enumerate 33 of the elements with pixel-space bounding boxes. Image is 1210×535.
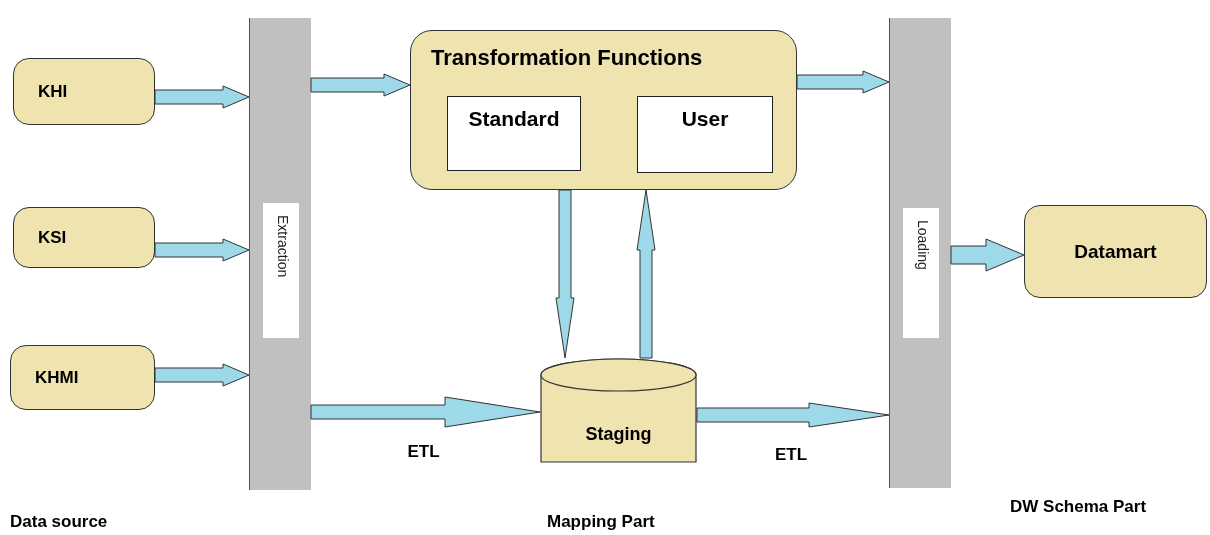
node-label: KHMI — [34, 367, 80, 388]
stage-bar — [249, 18, 311, 490]
node-label: Staging — [584, 424, 653, 445]
node-label: Standard — [467, 107, 561, 131]
section-label: Mapping Part — [547, 512, 655, 532]
database-cylinder — [540, 358, 697, 463]
block-arrow — [555, 189, 575, 359]
node-label: Datamart — [1073, 240, 1158, 263]
function-box — [637, 96, 773, 173]
stage-label: Loading — [903, 208, 939, 338]
section-label: DW Schema Part — [1010, 497, 1147, 517]
target-box — [1024, 205, 1207, 298]
block-arrow — [310, 396, 541, 428]
section-label: Data source — [10, 512, 108, 532]
stage-label: Extraction — [263, 203, 299, 338]
block-arrow — [796, 70, 890, 94]
source-box — [13, 58, 155, 125]
block-arrow — [950, 238, 1025, 272]
block-arrow — [636, 189, 656, 359]
node-label: User — [680, 107, 730, 131]
source-box — [10, 345, 155, 410]
node-label: KSI — [37, 227, 68, 248]
block-arrow — [154, 85, 250, 109]
source-box — [13, 207, 155, 268]
stage-bar — [889, 18, 951, 488]
block-arrow — [310, 73, 411, 97]
function-box — [447, 96, 581, 171]
node-label: KHI — [37, 81, 69, 102]
block-arrow — [154, 238, 250, 262]
node-label: Transformation Functions — [431, 45, 703, 71]
block-arrow — [696, 402, 890, 428]
group-box — [410, 30, 797, 190]
block-arrow — [154, 363, 250, 387]
